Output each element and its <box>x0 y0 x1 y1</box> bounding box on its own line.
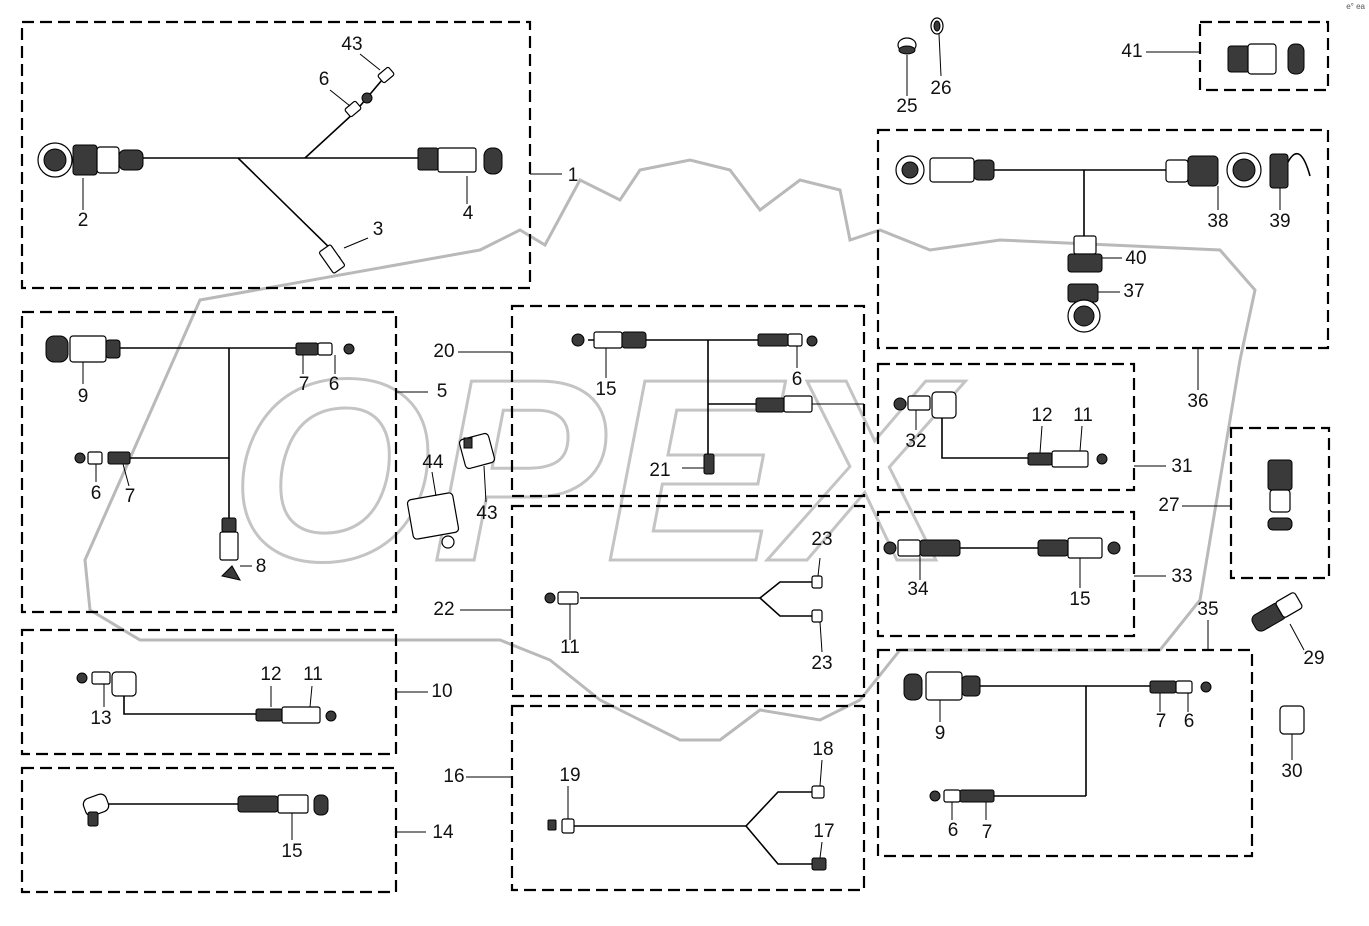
callout-7: 7 <box>125 486 136 507</box>
harness-group-41 <box>1146 43 1305 75</box>
callout-13: 13 <box>90 708 111 729</box>
harness-group-16 <box>466 759 827 871</box>
callout-36: 36 <box>1187 391 1208 412</box>
callout-6: 6 <box>319 69 330 90</box>
callout-6: 6 <box>329 374 340 395</box>
callout-33: 33 <box>1171 566 1192 587</box>
group-box-41 <box>1198 20 1330 92</box>
callout-40: 40 <box>1125 248 1146 269</box>
callout-44: 44 <box>422 452 444 473</box>
callout-38: 38 <box>1207 211 1228 232</box>
watermark: OPEX <box>83 158 1257 742</box>
callout-labels: 1 2 3 4 6 43 5 9 7 6 6 7 8 10 13 12 11 1… <box>78 34 1325 862</box>
callout-7: 7 <box>299 374 310 395</box>
callout-15: 15 <box>595 379 616 400</box>
callout-27: 27 <box>1158 495 1179 516</box>
callout-17: 17 <box>813 821 834 842</box>
callout-25: 25 <box>896 96 917 117</box>
callout-41: 41 <box>1121 41 1142 62</box>
harness-group-35 <box>903 620 1212 820</box>
callout-11: 11 <box>1073 405 1093 426</box>
callout-5: 5 <box>437 381 448 402</box>
callout-9: 9 <box>78 386 89 407</box>
group-box-16 <box>510 704 866 892</box>
callout-43: 43 <box>476 503 497 524</box>
callout-6: 6 <box>1184 711 1195 732</box>
group-box-35 <box>876 648 1254 858</box>
callout-6: 6 <box>792 369 803 390</box>
callout-20: 20 <box>433 341 454 362</box>
callout-10: 10 <box>431 681 452 702</box>
loose-parts-25-26 <box>897 17 944 96</box>
callout-3: 3 <box>373 219 384 240</box>
harness-group-33 <box>883 537 1166 588</box>
group-box-5 <box>20 310 398 614</box>
harness-group-31 <box>893 391 1166 468</box>
group-box-33 <box>876 510 1136 638</box>
group-box-36 <box>876 128 1330 350</box>
group-box-14 <box>20 766 398 894</box>
loose-parts-43-44 <box>406 432 496 549</box>
callout-18: 18 <box>812 739 833 760</box>
callout-39: 39 <box>1269 211 1290 232</box>
callout-15: 15 <box>281 841 302 862</box>
callout-9: 9 <box>935 723 946 744</box>
callout-32: 32 <box>905 431 926 452</box>
callout-11: 11 <box>560 637 580 658</box>
group-box-10 <box>20 628 398 756</box>
callout-22: 22 <box>433 599 454 620</box>
callout-23: 23 <box>811 653 832 674</box>
callout-26: 26 <box>930 78 951 99</box>
callout-1: 1 <box>568 165 579 186</box>
callout-30: 30 <box>1281 761 1302 782</box>
callout-4: 4 <box>463 203 474 224</box>
corner-mark: e° ea <box>1346 2 1365 11</box>
harness-group-36 <box>895 152 1311 390</box>
callout-2: 2 <box>78 210 89 231</box>
callout-15: 15 <box>1069 589 1090 610</box>
callout-12: 12 <box>260 664 281 685</box>
callout-7: 7 <box>1156 711 1167 732</box>
callout-6: 6 <box>948 820 959 841</box>
callout-37: 37 <box>1123 281 1144 302</box>
callout-21: 21 <box>649 460 670 481</box>
callout-19: 19 <box>559 765 580 786</box>
watermark-gear-outline <box>83 158 1257 742</box>
harness-group-5 <box>45 335 428 581</box>
callout-16: 16 <box>443 766 464 787</box>
watermark-text: OPEX <box>230 326 966 616</box>
loose-parts-29-30 <box>1251 592 1305 760</box>
harness-group-27 <box>1182 459 1293 531</box>
group-box-27 <box>1229 426 1331 580</box>
callout-34: 34 <box>907 579 929 600</box>
harness-group-1 <box>37 53 562 274</box>
group-box-1 <box>20 20 532 290</box>
callout-6: 6 <box>91 483 102 504</box>
callout-12: 12 <box>1031 405 1052 426</box>
harness-group-14 <box>82 793 426 840</box>
harness-group-22 <box>460 557 823 653</box>
group-box-31 <box>876 362 1136 492</box>
callout-7: 7 <box>982 822 993 843</box>
callout-11: 11 <box>303 664 323 685</box>
callout-29: 29 <box>1303 648 1324 669</box>
callout-31: 31 <box>1171 456 1192 477</box>
callout-43: 43 <box>341 34 362 55</box>
harness-group-10 <box>76 671 428 724</box>
callout-35: 35 <box>1197 599 1218 620</box>
callout-23: 23 <box>811 529 832 550</box>
callout-14: 14 <box>432 822 454 843</box>
callout-8: 8 <box>256 556 267 577</box>
harness-group-20 <box>458 331 864 475</box>
